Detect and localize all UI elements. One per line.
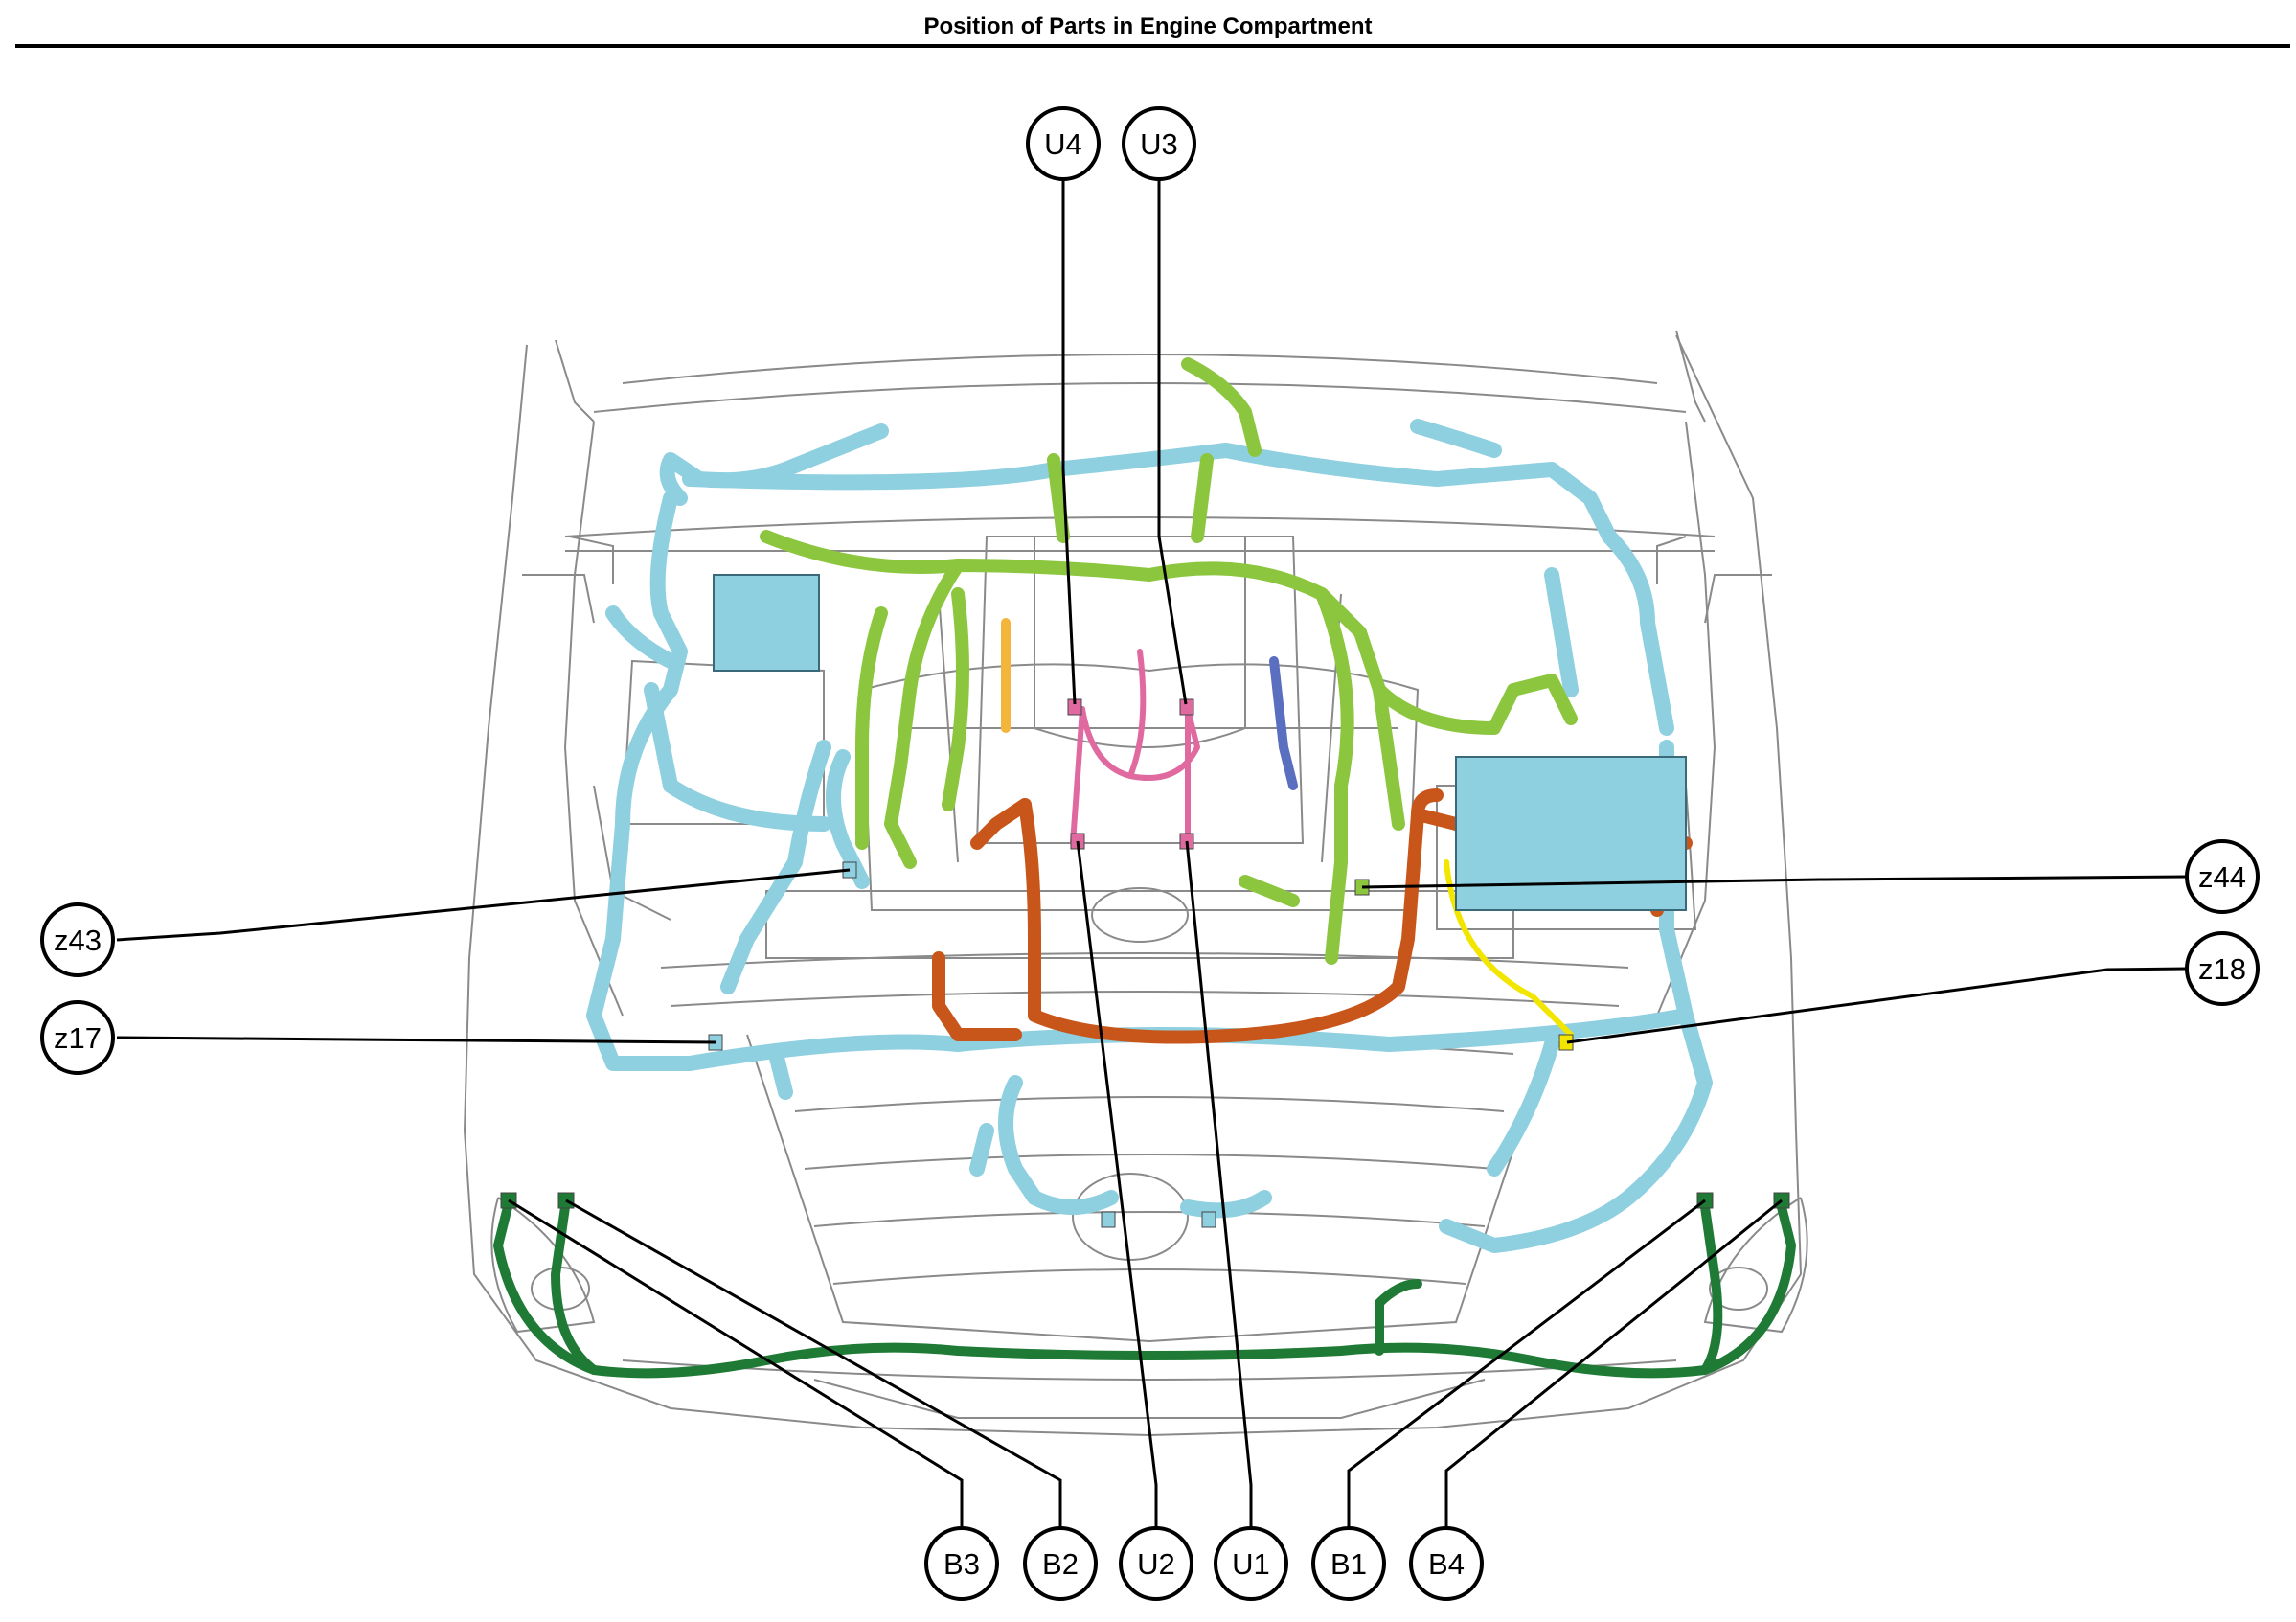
title-rule [15,44,2290,48]
callout-label-B3: B3 [943,1547,980,1581]
callout-label-U4: U4 [1044,127,1082,161]
callout-label-U2: U2 [1137,1547,1175,1581]
battery-box [1455,756,1687,911]
harness-pink [1070,649,1200,846]
callout-label-B4: B4 [1428,1547,1465,1581]
callout-z17: z17 [40,1000,115,1075]
callout-label-B1: B1 [1330,1547,1367,1581]
callouts: U4 U3 z44 z43 z18 z17 B3 B2 [40,106,2260,1601]
bumper-harness-darkgreen [493,1202,1796,1379]
callout-label-z18: z18 [2198,952,2246,986]
callout-z43: z43 [40,902,115,977]
callout-B2: B2 [1023,1526,1098,1601]
callout-B1: B1 [1311,1526,1386,1601]
callout-label-U3: U3 [1140,127,1178,161]
callout-B3: B3 [924,1526,999,1601]
callout-label-z17: z17 [54,1021,102,1055]
callout-z18: z18 [2185,931,2260,1006]
callout-label-B2: B2 [1042,1547,1079,1581]
callout-U3: U3 [1122,106,1196,181]
callout-U4: U4 [1026,106,1101,181]
engine-harness-lime [760,357,1578,965]
leader-lines [116,180,2188,1533]
callout-label-U1: U1 [1232,1547,1270,1581]
callout-label-z44: z44 [2198,860,2246,894]
callout-U1: U1 [1214,1526,1288,1601]
main-harness-blue [586,419,1713,1253]
callout-z44: z44 [2185,839,2260,914]
callout-label-z43: z43 [54,924,102,957]
relay-block [713,574,820,672]
page-title: Position of Parts in Engine Compartment [923,13,1373,39]
callout-U2: U2 [1119,1526,1193,1601]
callout-B4: B4 [1409,1526,1484,1601]
